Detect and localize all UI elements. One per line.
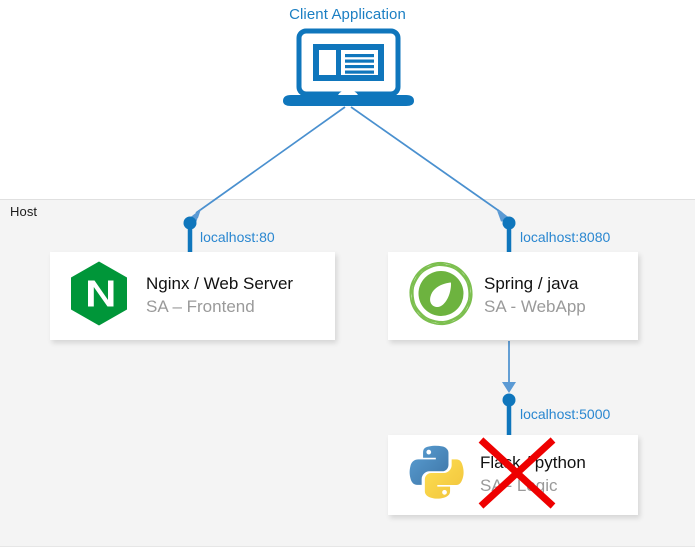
node-nginx-title: Nginx / Web Server (146, 274, 294, 294)
connector-label-localhost-80: localhost:80 (200, 229, 275, 245)
node-nginx-text: Nginx / Web Server SA – Frontend (146, 273, 293, 319)
laptop-icon (283, 28, 414, 106)
node-flask-subtitle: SA - Logic (480, 476, 558, 495)
connector-label-localhost-8080: localhost:8080 (520, 229, 611, 245)
node-spring[interactable]: Spring / java SA - WebApp (388, 252, 638, 340)
node-spring-subtitle: SA - WebApp (484, 297, 586, 316)
node-nginx-subtitle: SA – Frontend (146, 297, 255, 316)
node-flask-text: Flask / python SA - Logic (480, 452, 586, 498)
node-spring-text: Spring / java SA - WebApp (484, 273, 586, 319)
host-label: Host (10, 204, 38, 219)
page-title: Client Application (289, 6, 406, 23)
node-nginx[interactable]: Nginx / Web Server SA – Frontend (50, 252, 335, 340)
node-spring-title: Spring / java (484, 274, 579, 294)
node-flask-title: Flask / python (480, 453, 586, 473)
connector-label-localhost-5000: localhost:5000 (520, 406, 611, 422)
node-flask[interactable]: Flask / python SA - Logic (388, 435, 638, 515)
python-logo-icon (406, 443, 466, 508)
nginx-logo-icon (68, 260, 130, 333)
spring-logo-icon (406, 259, 476, 334)
